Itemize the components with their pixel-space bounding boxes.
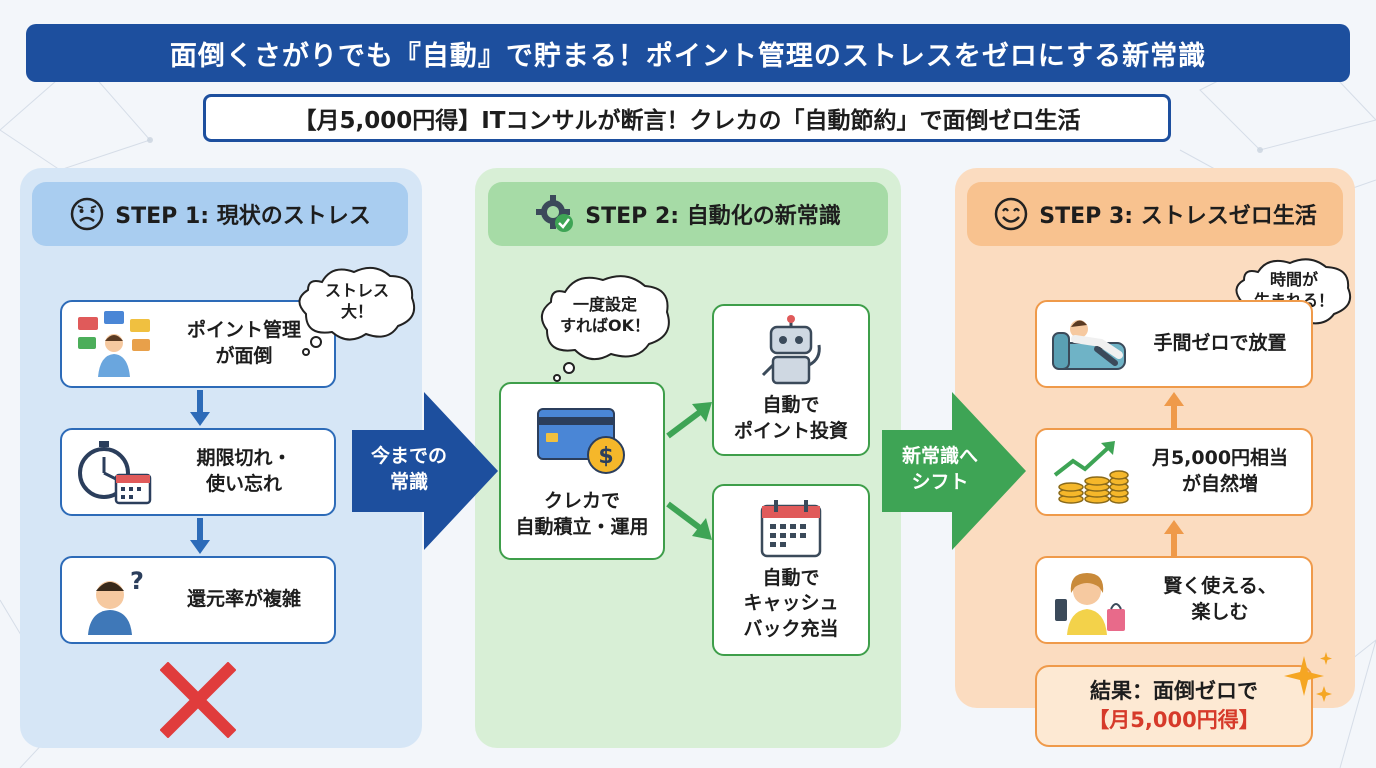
up-arrow-icon: [1164, 520, 1184, 556]
step3-card-smart-use-label: 賢く使える、 楽しむ: [1163, 575, 1277, 623]
shift-arrow-old-label: 今までの 常識: [370, 445, 447, 493]
step3-card-smart-use: 賢く使える、 楽しむ: [1035, 556, 1313, 644]
shift-arrow-new-label: 新常識へ シフト: [901, 445, 978, 493]
step2-card-credit-auto: $ クレカで 自動積立・運用: [499, 382, 665, 560]
step3-card-no-effort-label: 手間ゼロで放置: [1153, 332, 1287, 355]
result-box: 結果：面倒ゼロで 【月5,000円得】: [1035, 665, 1313, 747]
step1-card-point-management-label: ポイント管理 が面倒: [186, 319, 301, 367]
thought-bubble-shape: [540, 275, 670, 382]
step2-card-point-invest: 自動で ポイント投資: [712, 304, 870, 456]
down-arrow-icon: [190, 518, 210, 554]
shift-arrow-new: [882, 392, 1026, 550]
calendar-icon: [760, 499, 822, 557]
thought-bubble-shape: [298, 266, 416, 356]
sparkle-icon: [1284, 652, 1332, 702]
step3-heading: STEP 3: ストレスゼロ生活: [967, 182, 1343, 246]
relaxing-on-sofa-icon: [1052, 320, 1126, 370]
step1-bubble-text: ストレス 大！: [324, 281, 389, 321]
step1-card-expiry: 期限切れ・ 使い忘れ: [60, 428, 336, 516]
step1-thought-bubble: ストレス 大！: [292, 262, 422, 357]
result-line2: 【月5,000円得】: [1088, 708, 1260, 732]
step2-card-cashback: 自動で キャッシュ バック充当: [712, 484, 870, 656]
thinking-person-icon: ?: [88, 567, 144, 635]
step1-card-complex-rate: ? 還元率が複雑: [60, 556, 336, 644]
step1-card-point-management: ポイント管理 が面倒: [60, 300, 336, 388]
result-line1: 結果：面倒ゼロで: [1090, 678, 1258, 703]
step3-card-monthly-gain: 月5,000円相当 が自然増: [1035, 428, 1313, 516]
up-arrow-icon: [1164, 392, 1184, 428]
step1-heading-label: STEP 1: 現状のストレス: [115, 204, 371, 229]
step2-card-credit-auto-label: クレカで 自動積立・運用: [515, 490, 649, 538]
step2-bubble-text: 一度設定 すればOK！: [559, 295, 650, 335]
branch-arrow-down: [666, 501, 712, 540]
branch-arrow-up: [666, 402, 712, 439]
step3-heading-label: STEP 3: ストレスゼロ生活: [1039, 204, 1317, 229]
sad-face-icon: [71, 197, 104, 231]
step3-card-monthly-gain-label: 月5,000円相当 が自然増: [1151, 447, 1289, 495]
down-arrow-icon: [190, 390, 210, 426]
smile-face-icon: [995, 197, 1028, 231]
svg-text:?: ?: [130, 567, 144, 595]
credit-card-coin-icon: $: [537, 408, 625, 475]
coin-stack-growth-icon: [1053, 441, 1129, 504]
shift-arrow-old: [352, 392, 498, 550]
step1-card-complex-rate-label: 還元率が複雑: [186, 588, 301, 611]
step1-card-expiry-label: 期限切れ・ 使い忘れ: [196, 447, 292, 495]
step2-thought-bubble: 一度設定 すればOK！: [535, 270, 675, 385]
step1-heading: STEP 1: 現状のストレス: [32, 182, 408, 246]
step2-card-point-invest-label: 自動で ポイント投資: [733, 394, 848, 442]
confused-person-with-cards-icon: [78, 311, 150, 377]
page-subtitle: 【月5,000円得】ITコンサルが断言！クレカの「自動節約」で面倒ゼロ生活: [203, 94, 1171, 142]
robot-icon: [761, 315, 821, 385]
gear-check-icon: [536, 195, 574, 232]
step2-heading-label: STEP 2: 自動化の新常識: [585, 204, 841, 229]
cross-mark-icon: [160, 662, 236, 738]
page-title: 面倒くさがりでも『自動』で貯まる！ポイント管理のストレスをゼロにする新常識: [26, 24, 1350, 82]
happy-shopper-icon: [1055, 573, 1125, 635]
step2-card-cashback-label: 自動で キャッシュ バック充当: [743, 566, 839, 640]
stopwatch-calendar-icon: [78, 441, 152, 505]
step2-heading: STEP 2: 自動化の新常識: [488, 182, 888, 246]
step3-card-no-effort: 手間ゼロで放置: [1035, 300, 1313, 388]
svg-text:$: $: [598, 444, 613, 469]
